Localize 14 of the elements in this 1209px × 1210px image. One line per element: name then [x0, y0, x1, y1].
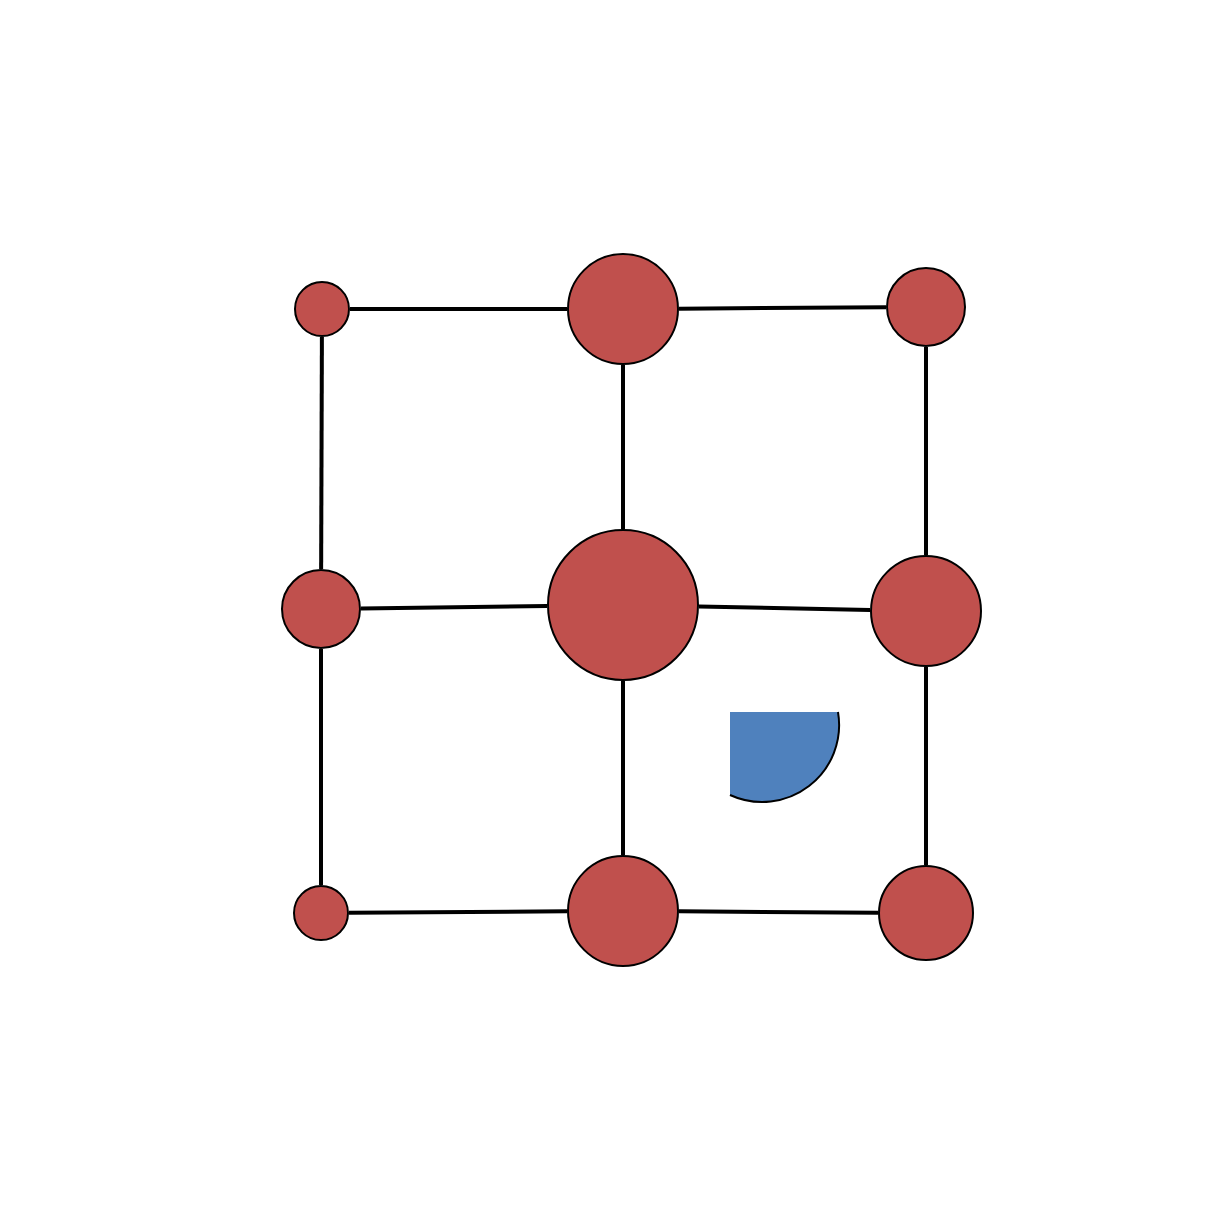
circle-node — [294, 281, 350, 337]
connector-line — [924, 667, 928, 865]
connector-line — [350, 307, 567, 311]
connector-line — [360, 604, 548, 611]
connector-line — [621, 681, 625, 855]
connector-line — [698, 604, 871, 612]
connector-line — [319, 649, 323, 885]
connector-line — [621, 365, 625, 529]
connector-line — [679, 909, 878, 915]
connector-line — [924, 347, 928, 555]
circle-node — [293, 885, 349, 941]
connector-line — [679, 305, 886, 311]
connector-line — [319, 337, 324, 569]
connector-line — [349, 909, 567, 915]
